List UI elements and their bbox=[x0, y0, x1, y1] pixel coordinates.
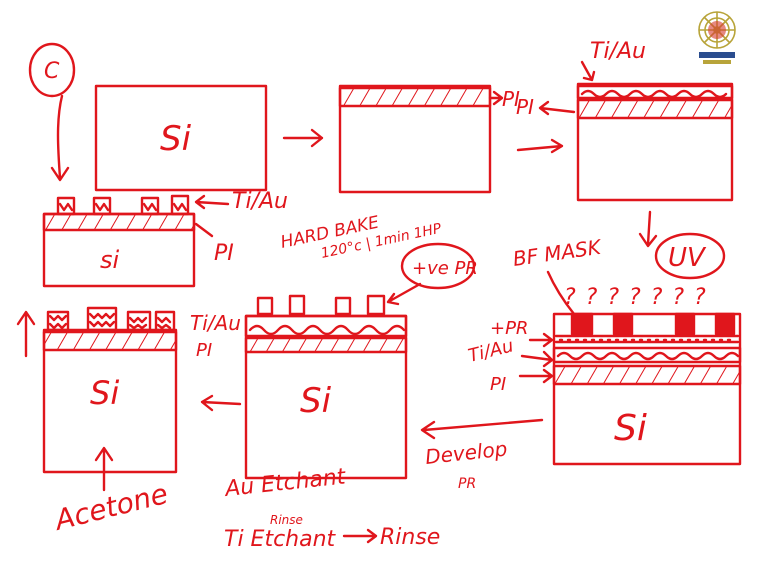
arrow-acetone-up bbox=[96, 448, 112, 490]
arrow-pi-panel3 bbox=[540, 102, 574, 114]
uv-label: UV bbox=[668, 243, 707, 273]
panel5-pr-islands bbox=[258, 296, 384, 314]
panel5-pi-layer bbox=[246, 338, 406, 352]
arrow-1-to-2 bbox=[284, 130, 322, 146]
acetone-label: Acetone bbox=[50, 477, 171, 537]
panelc-pi-label: PI bbox=[214, 241, 234, 266]
step-c-arrow bbox=[52, 96, 68, 180]
positive-pr-label: +ve PR bbox=[412, 258, 478, 279]
panel3-pi-label: PI bbox=[516, 95, 534, 119]
arrow-tiau-panelc bbox=[196, 196, 228, 208]
panel5-tiau-label: Ti/Au bbox=[190, 311, 241, 335]
arrow-up-panel6 bbox=[18, 312, 34, 356]
arrow-pi-panel4 bbox=[520, 370, 552, 382]
arrow-tiau-panel3 bbox=[582, 62, 594, 80]
arrow-plus-pr bbox=[530, 334, 552, 346]
arrow-5-to-6 bbox=[202, 396, 240, 410]
panel6-pi-layer bbox=[44, 332, 176, 350]
panel5-pi-label: PI bbox=[196, 340, 212, 361]
panel4-pr-layer bbox=[556, 336, 738, 342]
arrow-2-to-3 bbox=[518, 140, 562, 152]
panelc-tiau-pads bbox=[58, 196, 188, 214]
rinse-small-label: Rinse bbox=[270, 513, 303, 527]
panel5-si-label: Si bbox=[300, 381, 332, 421]
institute-logo bbox=[693, 6, 741, 68]
arrow-pi-panelc bbox=[196, 224, 212, 236]
panel1-si-label: Si bbox=[160, 119, 192, 159]
panel6-pads bbox=[48, 308, 174, 330]
panel4-si-label: Si bbox=[614, 408, 647, 449]
panelc-si-label: si bbox=[100, 246, 120, 274]
bf-mask-label: BF MASK bbox=[511, 235, 604, 271]
arrow-pr-panel5 bbox=[388, 284, 420, 304]
develop-pr-label: PR bbox=[458, 476, 476, 492]
panelc-tiau-label: Ti/Au bbox=[232, 189, 288, 214]
panel4-tiau-wave bbox=[558, 353, 738, 359]
develop-label: Develop bbox=[424, 436, 508, 468]
panel3-pi-layer bbox=[578, 100, 732, 118]
panel4-pi-label: PI bbox=[490, 374, 506, 395]
final-rinse-label: Rinse bbox=[380, 525, 440, 550]
panelc-pi-layer bbox=[44, 214, 194, 230]
step-c-label: C bbox=[44, 59, 60, 84]
panel3-tiau-wave bbox=[582, 91, 726, 97]
panel5-tiau-wave bbox=[250, 326, 404, 334]
arrow-4-to-5 bbox=[422, 420, 542, 438]
panel2-pi-layer bbox=[340, 88, 490, 106]
panel4-tiau-label: Ti/Au bbox=[466, 335, 516, 366]
au-etchant-label: Au Etchant bbox=[222, 464, 348, 502]
uv-rays: ??????? bbox=[564, 285, 716, 310]
arrow-pi-panel2 bbox=[490, 92, 502, 104]
arrow-3-down bbox=[640, 212, 656, 246]
panel4-pi-layer bbox=[554, 366, 740, 384]
arrow-tiau-panel4 bbox=[522, 352, 552, 366]
arrow-rinse bbox=[344, 530, 376, 542]
panel4-bf-mask bbox=[572, 314, 734, 334]
ti-etchant-label: Ti Etchant bbox=[224, 527, 337, 552]
panel6-si-label: Si bbox=[90, 374, 119, 412]
panel3-tiau-label: Ti/Au bbox=[590, 39, 646, 64]
